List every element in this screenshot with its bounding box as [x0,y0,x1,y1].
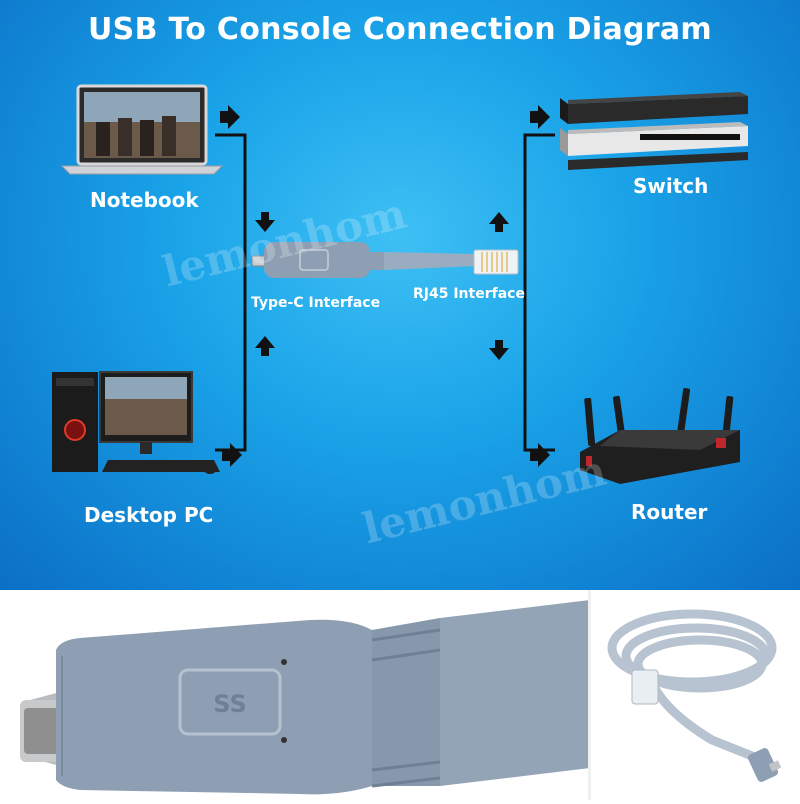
router-label: Router [631,500,708,524]
switch-label: Switch [633,174,709,198]
page-title: USB To Console Connection Diagram [88,12,712,47]
notebook-icon [60,84,224,175]
arrows [220,105,550,467]
coiled-cable-photo [607,609,782,782]
arrow-down-icon [255,212,275,232]
router-icon [580,388,740,484]
product-photo-panel: SS [0,590,800,800]
cable-photos: SS [20,600,590,795]
switch-icon [560,92,748,170]
console-cable-icon [251,242,519,278]
divider [588,590,591,800]
arrow-right-icon [222,443,242,467]
arrow-up-icon [489,212,509,232]
arrow-right-icon [530,443,550,467]
typec-interface-label: Type-C Interface [251,295,381,311]
desktop-pc-icon [52,371,220,474]
arrow-right-icon [530,105,550,129]
rj45-plug-icon [631,669,659,705]
connection-diagram [52,84,748,484]
arrow-right-icon [220,105,240,129]
rj45-interface-label: RJ45 Interface [413,286,525,302]
coiled-cable-icon [607,609,777,693]
usb-ss-logo: SS [213,690,247,718]
desktop-pc-label: Desktop PC [84,503,214,527]
typec-plug-closeup-icon: SS [20,600,590,795]
arrow-up-icon [255,336,275,356]
diagram-panel: USB To Console Connection Diagram [0,0,800,590]
notebook-label: Notebook [90,188,199,212]
arrow-down-icon [489,340,509,360]
